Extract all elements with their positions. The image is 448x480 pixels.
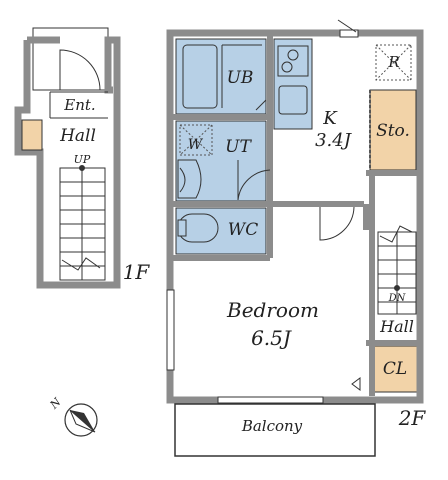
fridge-space	[375, 44, 412, 81]
kitchen-label: K	[322, 108, 338, 129]
bathtub	[182, 44, 218, 109]
utility-door	[237, 160, 271, 201]
bedroom-door	[319, 206, 355, 241]
second-floor-interior-walls	[172, 36, 420, 396]
bedroom-side-window	[166, 289, 175, 371]
burner-icon	[287, 49, 299, 61]
balcony	[174, 403, 376, 457]
wash-basin	[177, 159, 202, 199]
utility-label: UT	[225, 137, 252, 157]
first-floor-walls	[14, 36, 121, 289]
fridge-label: R	[387, 53, 399, 71]
storage-label: Sto.	[376, 121, 410, 141]
first-floor-hall-label: Hall	[59, 126, 96, 146]
second-floor	[166, 19, 424, 457]
first-floor-stairs	[59, 165, 106, 281]
kitchen-size-label: 3.4J	[315, 130, 353, 151]
bedroom-label: Bedroom	[226, 298, 319, 322]
balcony-label: Balcony	[241, 417, 303, 435]
washer-label: W	[188, 137, 204, 153]
second-floor-label: 2F	[398, 406, 427, 430]
balcony-window	[217, 396, 324, 404]
first-floor-closet	[21, 119, 43, 151]
first-floor-up-label: UP	[74, 153, 91, 166]
burner-icon	[281, 61, 293, 73]
stair-down-label: DN	[388, 293, 407, 304]
stove	[277, 45, 309, 77]
toilet-label: WC	[228, 220, 258, 240]
closet-label: CL	[383, 359, 407, 379]
second-floor-outer-walls	[166, 29, 424, 404]
compass-icon	[64, 403, 98, 437]
bedroom-size-label: 6.5J	[251, 326, 292, 350]
second-floor-hall-label: Hall	[379, 317, 414, 336]
first-floor-entrance-label: Ent.	[63, 96, 95, 114]
top-window	[339, 29, 359, 38]
sink	[278, 85, 308, 115]
bath-label: UB	[227, 68, 254, 88]
compass-north-label: N	[47, 395, 64, 412]
second-floor-stairs	[377, 225, 417, 315]
first-floor-label: 1F	[123, 260, 151, 284]
first-floor	[14, 27, 121, 289]
entrance-door	[59, 49, 101, 91]
